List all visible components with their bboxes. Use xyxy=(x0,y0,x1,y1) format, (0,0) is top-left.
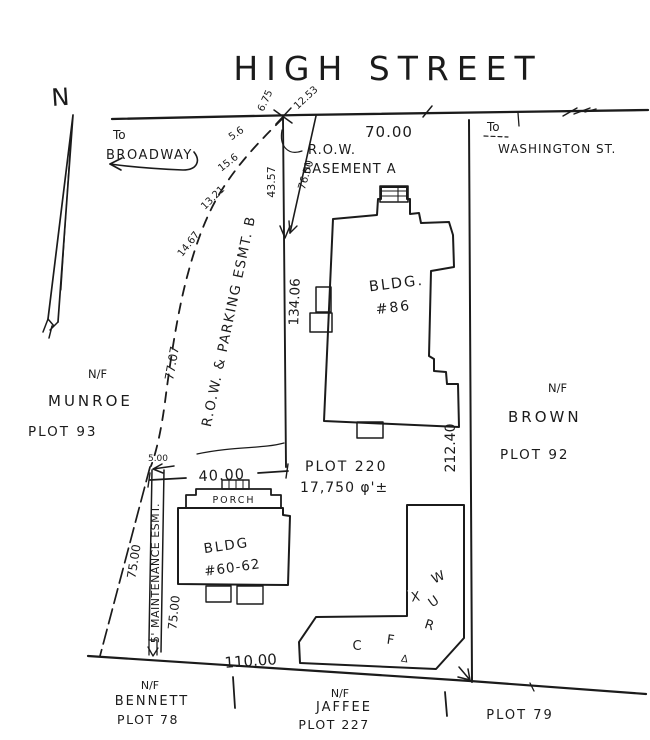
street-title: HIGH STREET xyxy=(233,49,542,88)
building-60-62-label-line1: BLDG xyxy=(203,535,250,557)
lot-width-dimension: 40.00 xyxy=(147,463,289,488)
building-86-label-line2: #86 xyxy=(375,298,412,318)
neighbor-jaffee: N/F JAFFEE PLOT 227 xyxy=(298,687,372,732)
neighbor-bennett: N/F BENNETT PLOT 78 xyxy=(115,679,189,727)
dim-west-lower-outer: 75.00 xyxy=(124,543,143,579)
easement-b-label: R.O.W. & PARKING ESMT. B xyxy=(199,214,259,428)
dim-seg2: 15.6 xyxy=(216,152,240,174)
bennett-name: BENNETT xyxy=(115,694,189,709)
dim-easement-depth: 43.57 xyxy=(265,166,278,198)
broadway-arrow-icon xyxy=(109,151,199,171)
building-60-62-stoop-left xyxy=(205,585,232,603)
subject-plot-name: PLOT 220 xyxy=(305,459,388,475)
building-60-62-stoop-right xyxy=(236,585,264,605)
porch-label: PORCH xyxy=(212,495,255,506)
washington-name: WASHINGTON ST. xyxy=(498,142,616,156)
porch-top-step xyxy=(221,479,250,490)
munroe-plot: PLOT 93 xyxy=(28,424,98,440)
dim-apex-right: 12.53 xyxy=(292,84,320,112)
maintenance-easement-label: 5' MAINTENANCE ESMT. xyxy=(149,503,162,643)
dim-seg3: 13.21 xyxy=(199,184,227,212)
brown-plot: PLOT 92 xyxy=(500,447,570,463)
strip-offset-dimension: 5.00 xyxy=(148,454,175,474)
l-shaped-building: W X U R F C Δ xyxy=(298,504,465,670)
building-86: BLDG. #86 xyxy=(309,185,460,439)
dim-strip-offset: 5.00 xyxy=(148,454,168,464)
neighbor-brown: N/F BROWN PLOT 92 xyxy=(500,381,582,463)
dim-corridor-depth: 134.06 xyxy=(286,278,304,326)
washington-label: To WASHINGTON ST. xyxy=(483,112,616,156)
subject-plot-label: PLOT 220 17,750 φ'± xyxy=(300,459,388,496)
l-building-letter: U xyxy=(426,593,442,611)
neighbor-plot79: PLOT 79 xyxy=(486,708,553,723)
l-building-letter: R xyxy=(422,617,435,634)
dim-east-boundary: 212.40 xyxy=(443,424,459,473)
subject-plot-area: 17,750 φ'± xyxy=(300,480,388,496)
easement-a-line1: R.O.W. xyxy=(308,143,356,158)
broadway-to: To xyxy=(112,128,126,142)
l-building-letter: X xyxy=(410,589,421,605)
neighbor-munroe: N/F MUNROE PLOT 93 xyxy=(28,367,133,440)
north-label: N xyxy=(50,83,70,112)
washington-to: To xyxy=(486,120,500,134)
building-60-62-label-line2: #60-62 xyxy=(203,556,261,580)
dim-seg1: 5.6 xyxy=(227,125,246,143)
dim-apex-left: 6.75 xyxy=(256,89,275,114)
building-86-left-bay xyxy=(315,286,332,313)
brown-nf: N/F xyxy=(548,381,567,395)
building-60-62: PORCH BLDG #60-62 xyxy=(177,479,291,605)
broadway-label: To BROADWAY xyxy=(106,128,199,171)
l-building-letter: F xyxy=(386,633,395,649)
l-building-letter: Δ xyxy=(400,654,409,666)
broadway-name: BROADWAY xyxy=(106,148,193,163)
jaffee-plot: PLOT 227 xyxy=(298,717,369,732)
building-86-side-stoop xyxy=(309,312,333,333)
bennett-nf: N/F xyxy=(141,679,159,692)
dim-frontage: 70.00 xyxy=(365,123,413,141)
l-building-letter: W xyxy=(430,568,448,587)
bennett-plot: PLOT 78 xyxy=(117,712,179,727)
building-86-chimney xyxy=(379,185,409,203)
building-86-label-line1: BLDG. xyxy=(368,273,425,296)
street-line xyxy=(110,105,650,125)
munroe-nf: N/F xyxy=(88,367,107,381)
brown-name: BROWN xyxy=(508,408,582,426)
plot-boundaries xyxy=(86,117,648,696)
easement-a-line2: EASEMENT A xyxy=(303,162,397,177)
jaffee-nf: N/F xyxy=(331,687,349,700)
building-86-bottom-stoop xyxy=(356,421,384,439)
dim-seg4: 14.67 xyxy=(176,230,202,259)
plot-divider-ticks xyxy=(232,676,448,717)
munroe-name: MUNROE xyxy=(48,392,133,410)
north-arrow: N xyxy=(42,83,74,339)
dim-west-lower-inner: 75.00 xyxy=(165,595,183,631)
easement-a-label: R.O.W. EASEMENT A xyxy=(280,129,397,177)
jaffee-name: JAFFEE xyxy=(315,700,372,715)
row-corridor xyxy=(196,115,317,468)
dim-south-boundary: 110.00 xyxy=(224,650,278,672)
maintenance-easement-strip: 5' MAINTENANCE ESMT. 75.00 75.00 xyxy=(124,469,183,657)
dim-west-upper: 77.07 xyxy=(162,345,182,381)
l-building-letter: C xyxy=(352,639,361,654)
